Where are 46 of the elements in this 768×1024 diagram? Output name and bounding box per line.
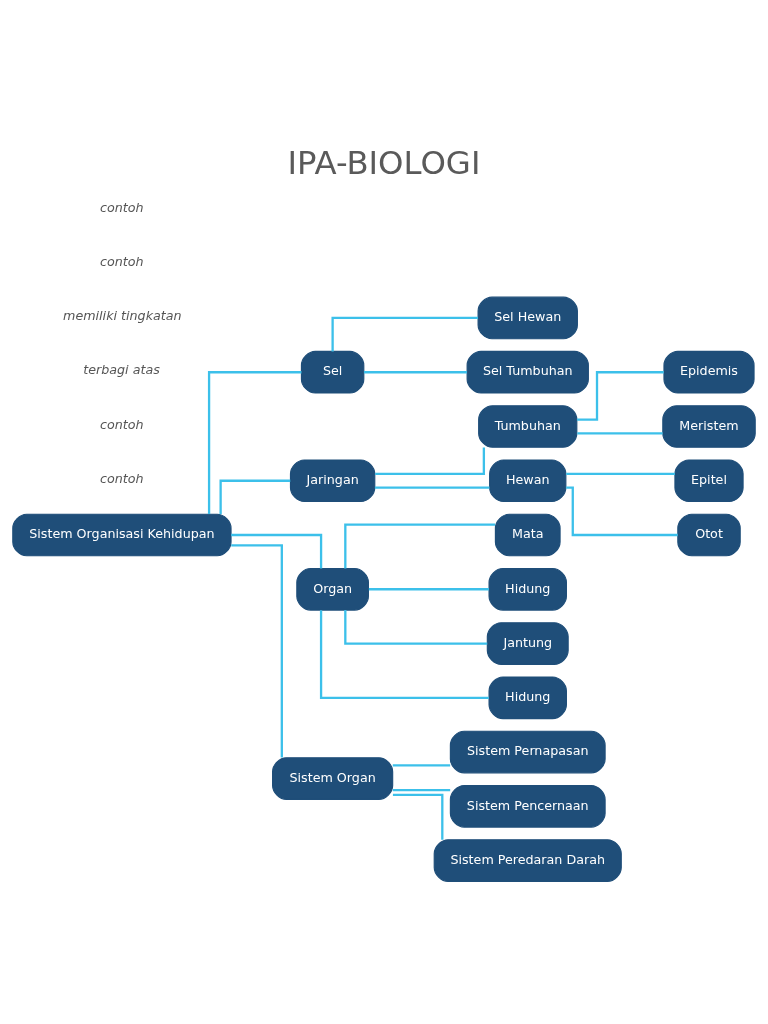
connector bbox=[374, 486, 490, 489]
node-box: Sel Hewan bbox=[477, 296, 578, 339]
node-box: Otot bbox=[677, 513, 741, 556]
node-box: Organ bbox=[296, 567, 369, 611]
node-box: Mata bbox=[494, 513, 561, 556]
node-box: Meristem bbox=[662, 404, 756, 448]
connector bbox=[219, 479, 291, 514]
label: terbagi atas bbox=[83, 361, 160, 377]
label: contoh bbox=[99, 199, 144, 215]
node-box: Jaringan bbox=[289, 458, 376, 502]
connector bbox=[566, 472, 675, 475]
node-box: Sistem Peredaran Darah bbox=[433, 838, 622, 882]
connector bbox=[231, 543, 283, 757]
connector bbox=[344, 522, 496, 568]
label: contoh bbox=[99, 416, 144, 432]
node-box: Jantung bbox=[486, 621, 569, 665]
connector bbox=[331, 316, 478, 351]
node-box: Sel bbox=[300, 350, 365, 394]
node-box: Sistem Organ bbox=[272, 756, 394, 800]
node-box: Sistem Pencernaan bbox=[449, 784, 606, 828]
connector bbox=[392, 763, 451, 766]
node-box: Epidemis bbox=[663, 350, 755, 394]
connector bbox=[368, 587, 489, 590]
connector bbox=[392, 788, 451, 791]
node-box: Sistem Pernapasan bbox=[449, 730, 606, 773]
node-box: Sistem Organisasi Kehidupan bbox=[12, 513, 232, 556]
connector bbox=[566, 486, 678, 536]
connector bbox=[344, 609, 488, 645]
node-box: Hidung bbox=[488, 675, 567, 719]
connector bbox=[231, 533, 323, 568]
node-box: Tumbuhan bbox=[478, 404, 578, 448]
connector bbox=[577, 370, 664, 421]
label: contoh bbox=[99, 470, 144, 486]
node-box: Sel Tumbuhan bbox=[466, 350, 589, 394]
node-box: Hewan bbox=[489, 458, 567, 502]
connector bbox=[319, 609, 489, 699]
node-box: Epitel bbox=[674, 458, 744, 502]
connector bbox=[577, 431, 663, 435]
connector bbox=[207, 370, 302, 514]
label: memiliki tingkatan bbox=[63, 307, 182, 323]
diagram-title: IPA-BIOLOGI bbox=[287, 143, 481, 182]
node-box: Hidung bbox=[488, 567, 567, 611]
label: contoh bbox=[99, 253, 144, 269]
connector bbox=[363, 370, 467, 373]
connector bbox=[392, 793, 444, 840]
connector bbox=[375, 446, 486, 475]
